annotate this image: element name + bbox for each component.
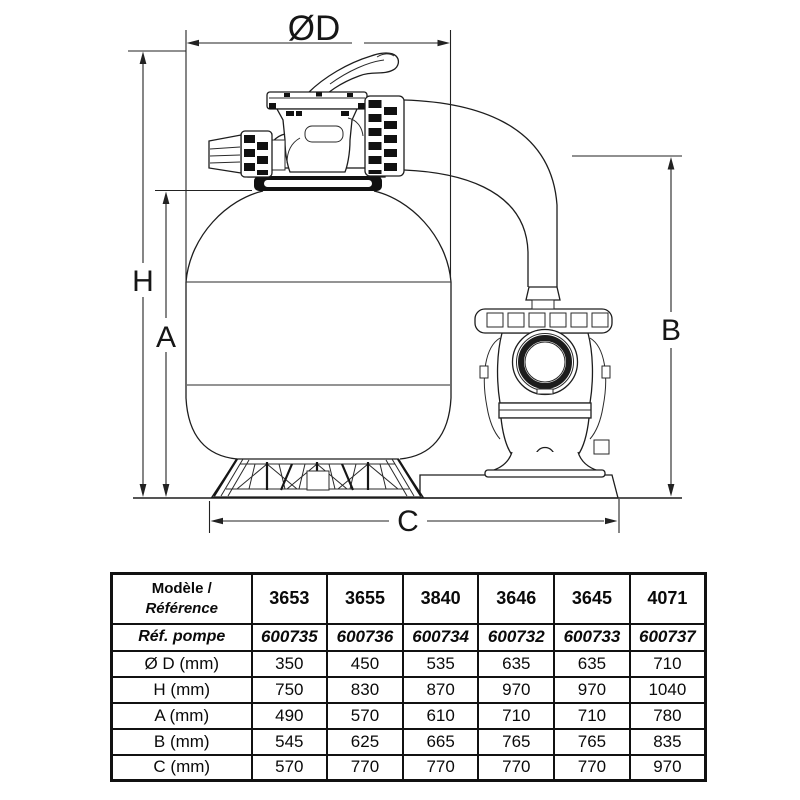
valve-handle xyxy=(307,52,400,103)
dim-value: 870 xyxy=(401,675,480,704)
table-row-pump-ref: Réf. pompe 600735 600736 600734 600732 6… xyxy=(110,622,707,652)
dim-value: 610 xyxy=(401,701,480,730)
dim-label-diameter: ØD xyxy=(288,9,341,48)
dim-value: 765 xyxy=(553,727,631,756)
pump-ref-value: 600733 xyxy=(553,622,631,652)
hose-adapter xyxy=(208,134,242,174)
dim-value: 770 xyxy=(326,753,404,782)
left-union-nut xyxy=(240,130,273,178)
dim-height-a: A xyxy=(151,189,252,497)
dim-width-c: C xyxy=(208,499,620,538)
dim-value: 570 xyxy=(250,753,329,782)
dim-value: 970 xyxy=(628,753,707,782)
dim-row-label: H (mm) xyxy=(110,675,253,704)
pump-ref-value: 600734 xyxy=(401,622,480,652)
dim-value: 710 xyxy=(477,701,556,730)
table-row-a: A (mm) 490 570 610 710 710 780 xyxy=(110,701,707,730)
model-reference-header: Modèle / Référence xyxy=(110,572,253,625)
model-number: 3655 xyxy=(326,572,404,625)
dim-label-a: A xyxy=(156,321,176,354)
dim-diameter: ØD xyxy=(185,9,452,281)
dim-label-c: C xyxy=(397,505,419,538)
pump-ref-value: 600735 xyxy=(250,622,329,652)
dim-value: 770 xyxy=(401,753,480,782)
dim-value: 710 xyxy=(628,649,707,678)
dim-value: 625 xyxy=(326,727,404,756)
dim-value: 545 xyxy=(250,727,329,756)
dim-value: 635 xyxy=(477,649,556,678)
model-number: 4071 xyxy=(628,572,707,625)
dim-value: 635 xyxy=(553,649,631,678)
filter-tank xyxy=(185,167,452,460)
pump-ref-value: 600737 xyxy=(628,622,707,652)
dim-label-b: B xyxy=(661,314,681,347)
dim-value: 570 xyxy=(326,701,404,730)
model-number: 3653 xyxy=(250,572,329,625)
pump-ref-value: 600732 xyxy=(477,622,556,652)
dim-value: 750 xyxy=(250,675,329,704)
table-row-b: B (mm) 545 625 665 765 765 835 xyxy=(110,727,707,756)
dim-value: 765 xyxy=(477,727,556,756)
table-row-diameter: Ø D (mm) 350 450 535 635 635 710 xyxy=(110,649,707,678)
multiport-valve xyxy=(208,52,405,178)
dim-value: 780 xyxy=(628,701,707,730)
dim-value: 450 xyxy=(326,649,404,678)
dim-row-label: Ø D (mm) xyxy=(110,649,253,678)
product-diagram: ØD H A B xyxy=(128,9,686,538)
header-label-line2: Référence xyxy=(145,599,219,617)
model-number: 3840 xyxy=(401,572,480,625)
table-row-h: H (mm) 750 830 870 970 970 1040 xyxy=(110,675,707,704)
dim-value: 830 xyxy=(326,675,404,704)
table-row-c: C (mm) 570 770 770 770 770 970 xyxy=(110,753,707,782)
dim-value: 350 xyxy=(250,649,329,678)
dim-value: 770 xyxy=(477,753,556,782)
dim-height-b: B xyxy=(572,155,686,497)
dim-value: 970 xyxy=(477,675,556,704)
dim-height-h: H xyxy=(128,50,186,497)
dim-row-label: B (mm) xyxy=(110,727,253,756)
dim-value: 535 xyxy=(401,649,480,678)
dim-row-label: C (mm) xyxy=(110,753,253,782)
header-label-line1: Modèle / xyxy=(151,580,212,598)
dim-value: 1040 xyxy=(628,675,707,704)
base-plate xyxy=(419,474,619,499)
table-row-models: Modèle / Référence 3653 3655 3840 3646 3… xyxy=(110,572,707,625)
pump-ref-label: Réf. pompe xyxy=(110,622,253,652)
spec-table: Modèle / Référence 3653 3655 3840 3646 3… xyxy=(110,572,707,782)
dim-value: 665 xyxy=(401,727,480,756)
dim-label-h: H xyxy=(132,265,154,298)
pump-ref-value: 600736 xyxy=(326,622,404,652)
dim-value: 770 xyxy=(553,753,631,782)
pump xyxy=(474,308,613,478)
model-number: 3646 xyxy=(477,572,556,625)
lid-tabs xyxy=(486,312,609,328)
tank-base xyxy=(210,458,425,498)
dim-value: 970 xyxy=(553,675,631,704)
right-union-nut xyxy=(364,95,405,177)
truss-lattice xyxy=(236,463,399,490)
dim-value: 490 xyxy=(250,701,329,730)
dim-row-label: A (mm) xyxy=(110,701,253,730)
dim-value: 835 xyxy=(628,727,707,756)
dim-value: 710 xyxy=(553,701,631,730)
model-number: 3645 xyxy=(553,572,631,625)
connection-pipe xyxy=(403,99,561,310)
